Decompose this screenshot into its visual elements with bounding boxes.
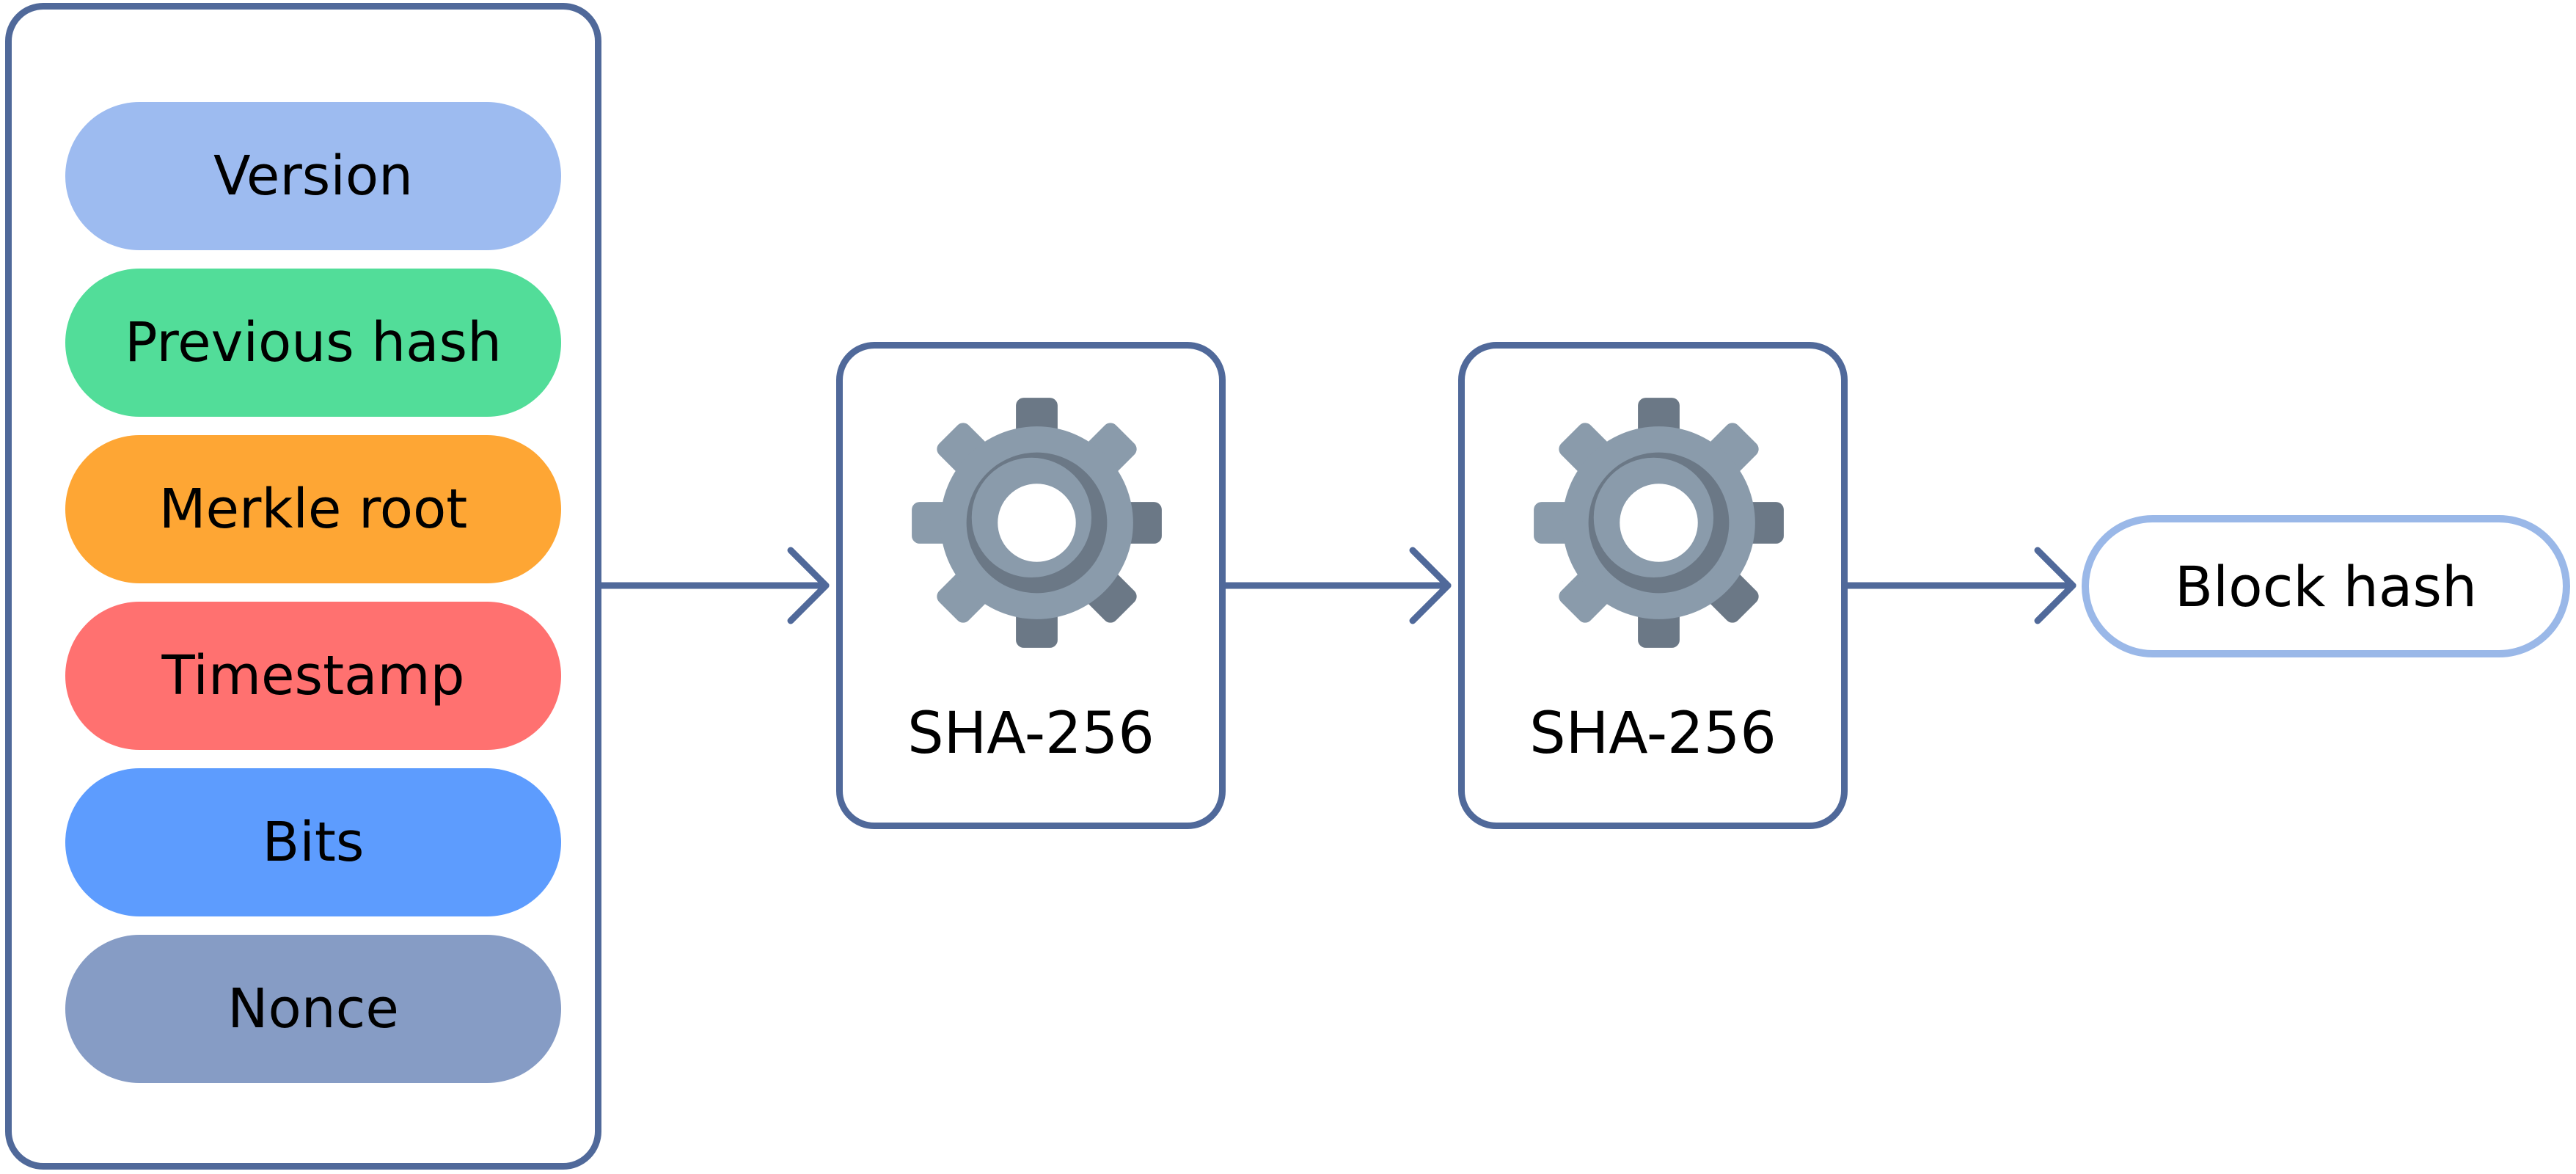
block-header-container: Version Previous hash Merkle root Timest…: [5, 3, 601, 1170]
field-nonce: Nonce: [65, 935, 561, 1083]
field-previous-hash: Previous hash: [65, 269, 561, 417]
sha256-box-first: SHA-256: [836, 342, 1226, 829]
arrow-header-to-sha1: [598, 547, 830, 624]
sha256-label: SHA-256: [1529, 701, 1777, 767]
sha256-box-second: SHA-256: [1458, 342, 1848, 829]
gear-icon: [912, 398, 1162, 648]
arrow-sha2-to-block-hash: [1844, 547, 2076, 624]
field-version: Version: [65, 102, 561, 250]
field-bits: Bits: [65, 768, 561, 916]
gear-icon: [1534, 398, 1784, 648]
sha256-label: SHA-256: [907, 701, 1155, 767]
field-merkle-root: Merkle root: [65, 435, 561, 583]
arrow-sha1-to-sha2: [1222, 547, 1452, 624]
field-timestamp: Timestamp: [65, 602, 561, 750]
block-hash-output: Block hash: [2082, 515, 2570, 657]
